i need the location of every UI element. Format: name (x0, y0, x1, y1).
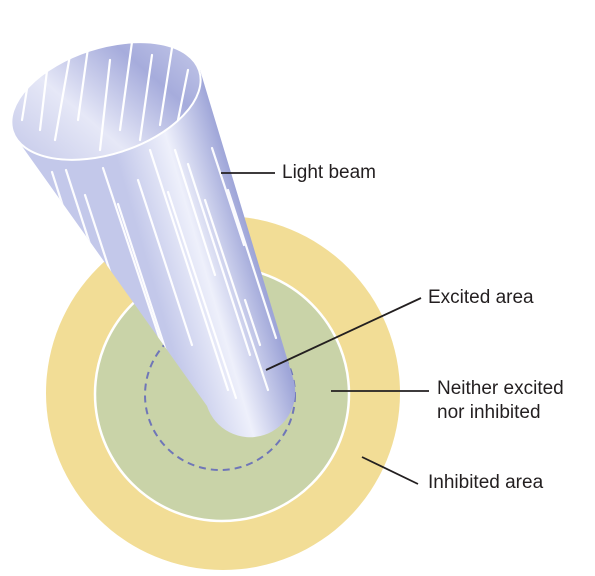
light-beam (10, 40, 296, 438)
neither-label-line-1: Neither excited (437, 378, 564, 399)
excited-area-label: Excited area (428, 287, 534, 308)
neither-label-line-2: nor inhibited (437, 402, 541, 423)
inhibited-area-label: Inhibited area (428, 472, 544, 493)
leader-inhibited (361, 456, 419, 485)
leader-excited-area (265, 297, 422, 371)
light-beam-label: Light beam (282, 162, 377, 183)
neither-area-label: Neither excited nor inhibited (437, 377, 564, 425)
